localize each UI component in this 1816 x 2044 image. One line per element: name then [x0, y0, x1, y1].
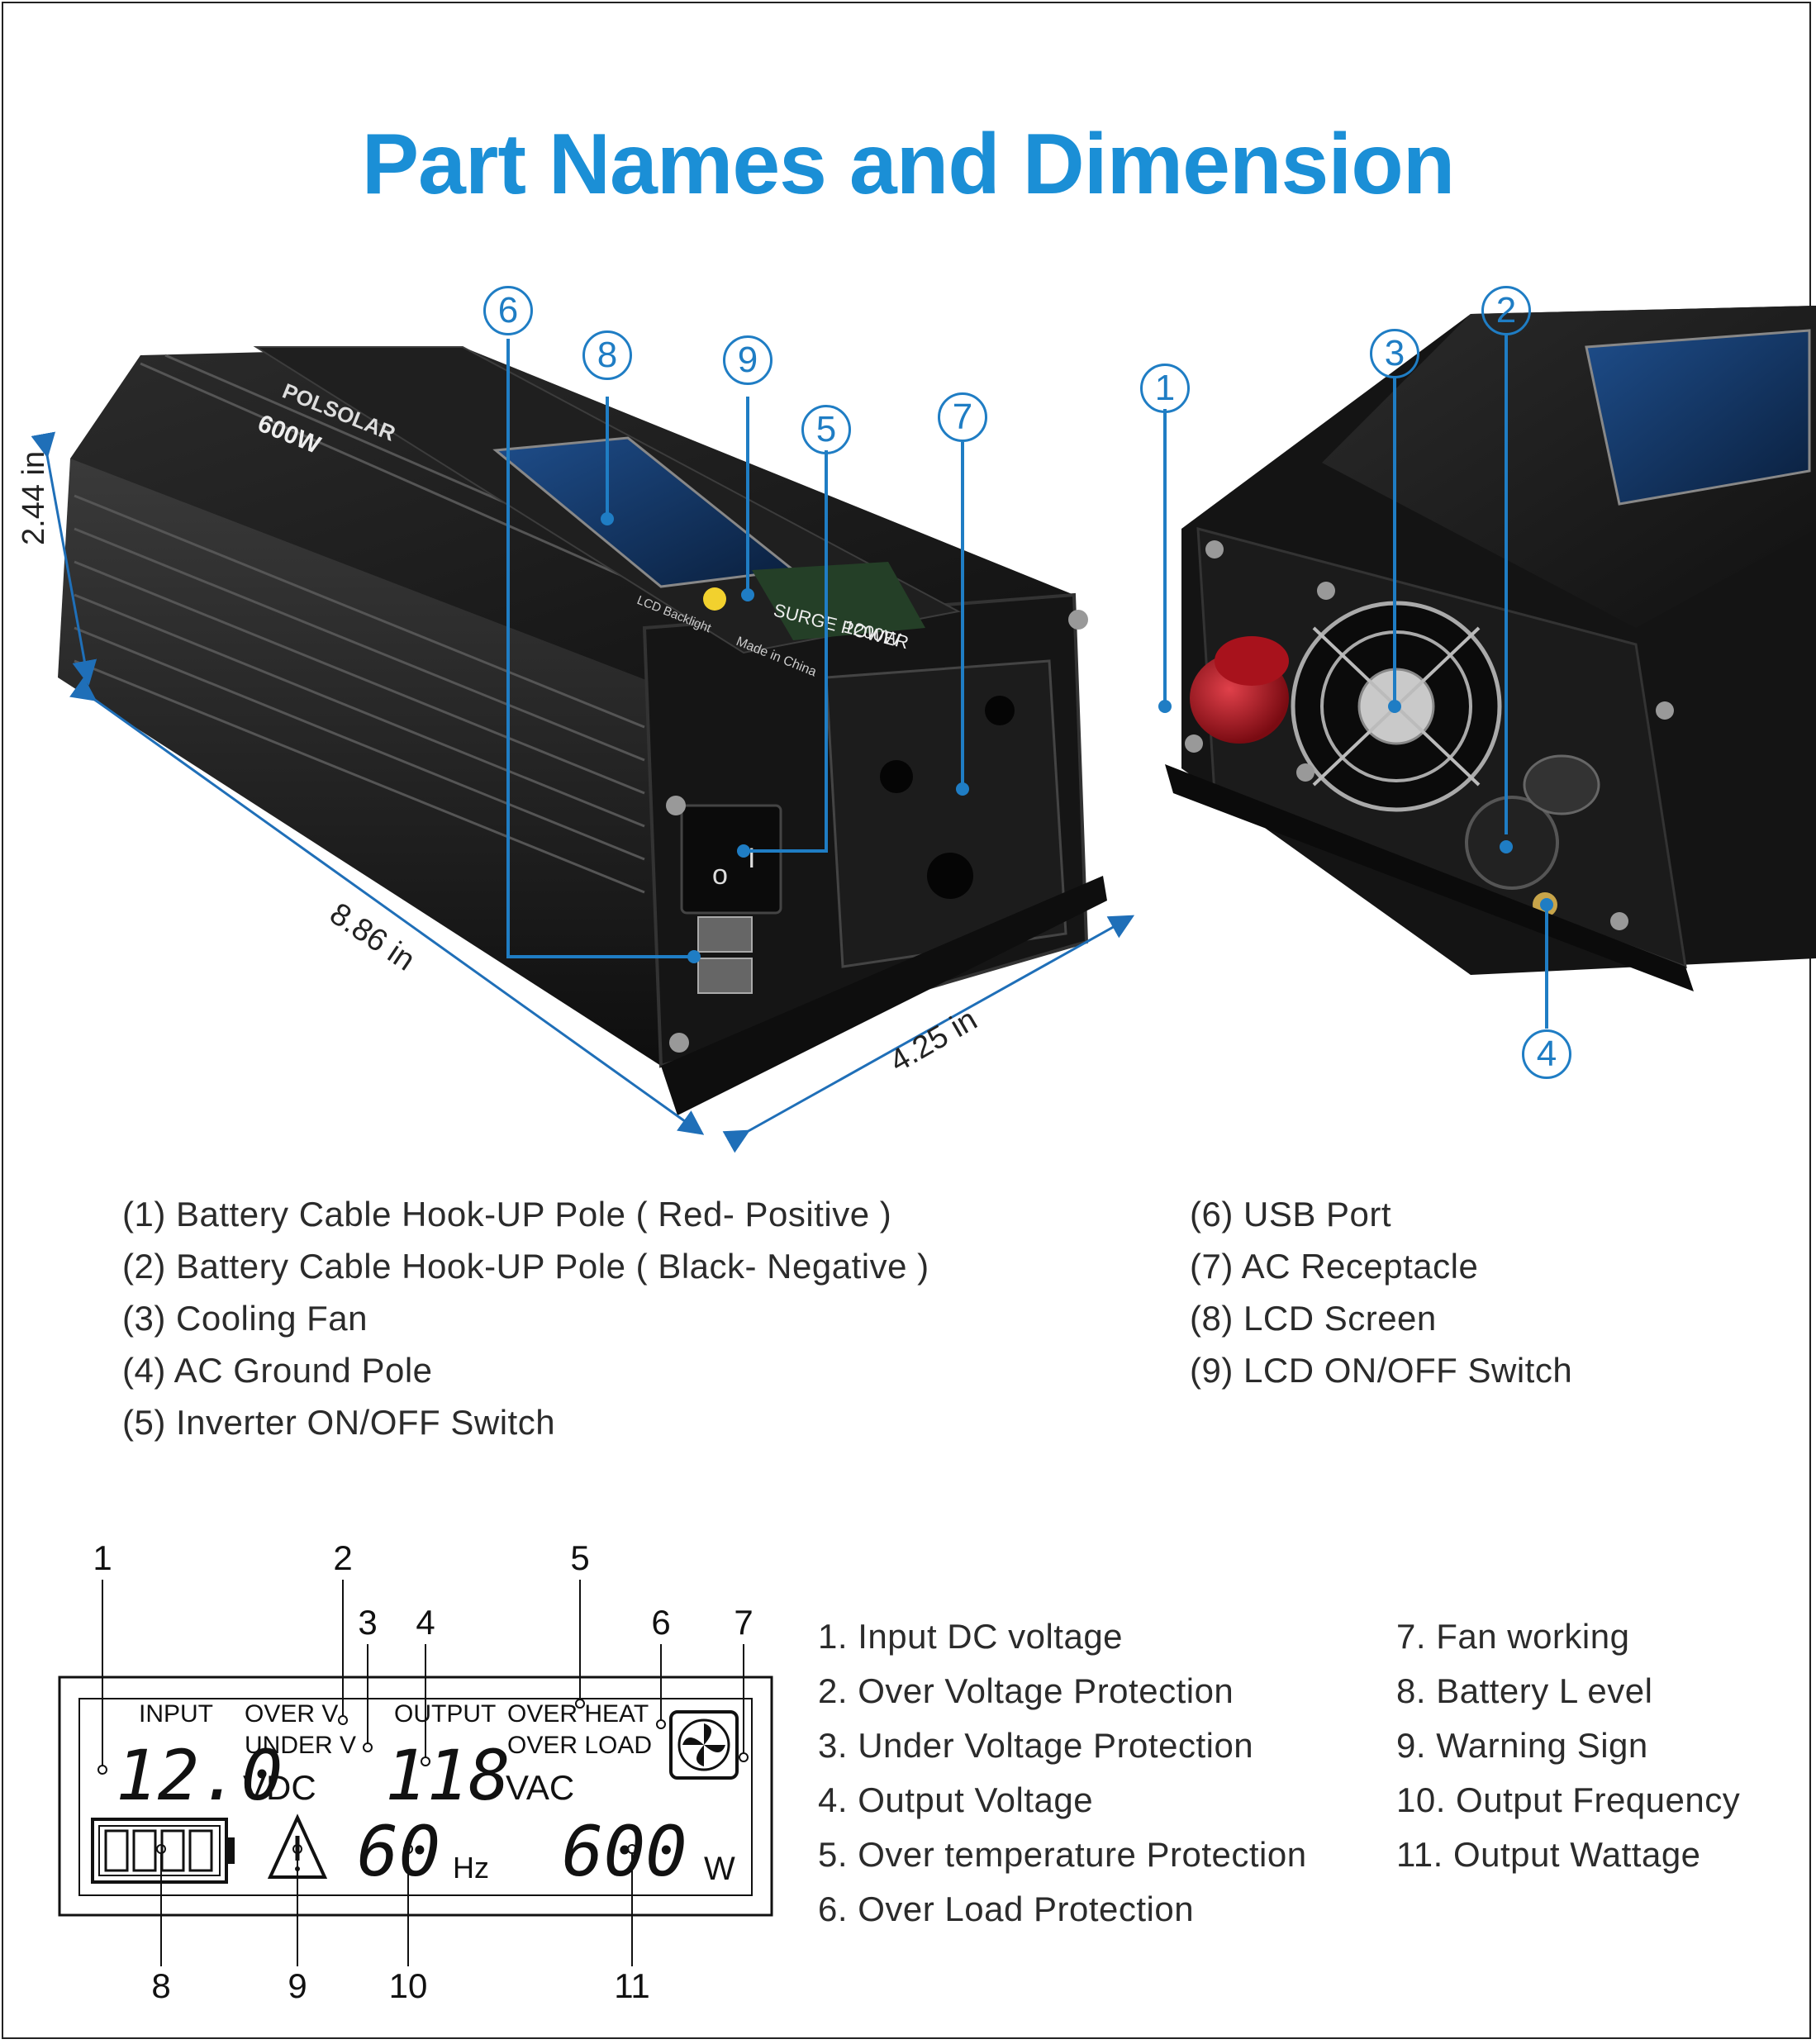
legend-item: 1. Input DC voltage — [818, 1617, 1124, 1656]
lcd-num-1: 1 — [93, 1538, 112, 1577]
inverter-front-view: o I SURGE POWER 1200W Made in China LCD … — [58, 346, 1107, 1115]
svg-text:o: o — [712, 859, 728, 891]
part-item: (9) LCD ON/OFF Switch — [1190, 1351, 1573, 1390]
legend-item: 4. Output Voltage — [818, 1780, 1094, 1819]
legend-item: 10. Output Frequency — [1396, 1780, 1741, 1819]
callout-1: 1 — [1140, 364, 1190, 413]
callout-7: 7 — [938, 392, 987, 442]
lcd-num-10: 10 — [388, 1966, 428, 2005]
lcd-num-4: 4 — [416, 1603, 435, 1642]
callout-3: 3 — [1370, 329, 1419, 378]
lcd-num-6: 6 — [651, 1603, 671, 1642]
lcd-wattage: 600 — [562, 1811, 687, 1892]
callout-8: 8 — [582, 330, 632, 380]
part-item: (2) Battery Cable Hook-UP Pole ( Black- … — [122, 1247, 929, 1286]
lcd-num-9: 9 — [288, 1966, 307, 2005]
lcd-num-8: 8 — [151, 1966, 171, 2005]
fan-icon — [669, 1710, 739, 1780]
lcd-vac-unit: VAC — [506, 1768, 575, 1807]
callout-5: 5 — [801, 405, 851, 454]
part-item: (4) AC Ground Pole — [122, 1351, 433, 1390]
legend-item: 11. Output Wattage — [1396, 1835, 1701, 1874]
lcd-over-v-label: OVER V — [245, 1700, 339, 1728]
lcd-over-heat-label: OVER HEAT — [507, 1700, 649, 1728]
lcd-num-5: 5 — [570, 1538, 590, 1577]
lcd-diagram — [58, 1580, 773, 1966]
callout-6: 6 — [483, 286, 533, 335]
parts-list-left: (1) Battery Cable Hook-UP Pole ( Red- Po… — [122, 1188, 929, 1448]
lcd-legend-right: 7. Fan working 8. Battery L evel 9. Warn… — [1396, 1609, 1740, 1882]
lcd-over-load-label: OVER LOAD — [507, 1732, 653, 1759]
page-title: Part Names and Dimension — [361, 116, 1456, 212]
part-item: (3) Cooling Fan — [122, 1299, 368, 1338]
part-item: (5) Inverter ON/OFF Switch — [122, 1403, 556, 1442]
lcd-input-voltage: 12.0 — [116, 1735, 283, 1816]
lcd-output-label: OUTPUT — [394, 1700, 497, 1728]
legend-item: 2. Over Voltage Protection — [818, 1671, 1234, 1710]
lcd-num-7: 7 — [734, 1603, 753, 1642]
legend-item: 8. Battery L evel — [1396, 1671, 1653, 1710]
lcd-frequency: 60 — [357, 1811, 441, 1892]
legend-item: 7. Fan working — [1396, 1617, 1630, 1656]
callout-2: 2 — [1481, 286, 1531, 335]
lcd-output-voltage: 118 — [385, 1735, 511, 1816]
part-item: (7) AC Receptacle — [1190, 1247, 1479, 1286]
lcd-vdc-unit: VDC — [243, 1768, 316, 1807]
legend-item: 6. Over Load Protection — [818, 1890, 1195, 1928]
parts-list-right: (6) USB Port (7) AC Receptacle (8) LCD S… — [1190, 1188, 1572, 1396]
lcd-w-unit: W — [704, 1851, 735, 1887]
lcd-under-v-label: UNDER V — [245, 1732, 357, 1759]
callout-4: 4 — [1522, 1029, 1571, 1079]
lcd-num-3: 3 — [358, 1603, 378, 1642]
product-illustration: o I SURGE POWER 1200W Made in China LCD … — [31, 306, 1816, 1153]
part-item: (6) USB Port — [1190, 1195, 1392, 1234]
inverter-rear-view — [1165, 306, 1816, 991]
lcd-hz-unit: Hz — [453, 1851, 489, 1885]
lcd-legend-left: 1. Input DC voltage 2. Over Voltage Prot… — [818, 1609, 1307, 1937]
part-item: (1) Battery Cable Hook-UP Pole ( Red- Po… — [122, 1195, 892, 1234]
lcd-num-2: 2 — [333, 1538, 353, 1577]
lcd-num-11: 11 — [614, 1966, 650, 2005]
lcd-input-label: INPUT — [139, 1700, 213, 1728]
legend-item: 5. Over temperature Protection — [818, 1835, 1307, 1874]
legend-item: 9. Warning Sign — [1396, 1726, 1648, 1765]
legend-item: 3. Under Voltage Protection — [818, 1726, 1254, 1765]
warning-icon — [267, 1813, 328, 1879]
svg-text:I: I — [748, 843, 755, 874]
height-dimension: 2.44 in — [17, 450, 51, 545]
part-item: (8) LCD Screen — [1190, 1299, 1437, 1338]
battery-level-icon — [91, 1818, 235, 1884]
callout-9: 9 — [723, 335, 773, 385]
